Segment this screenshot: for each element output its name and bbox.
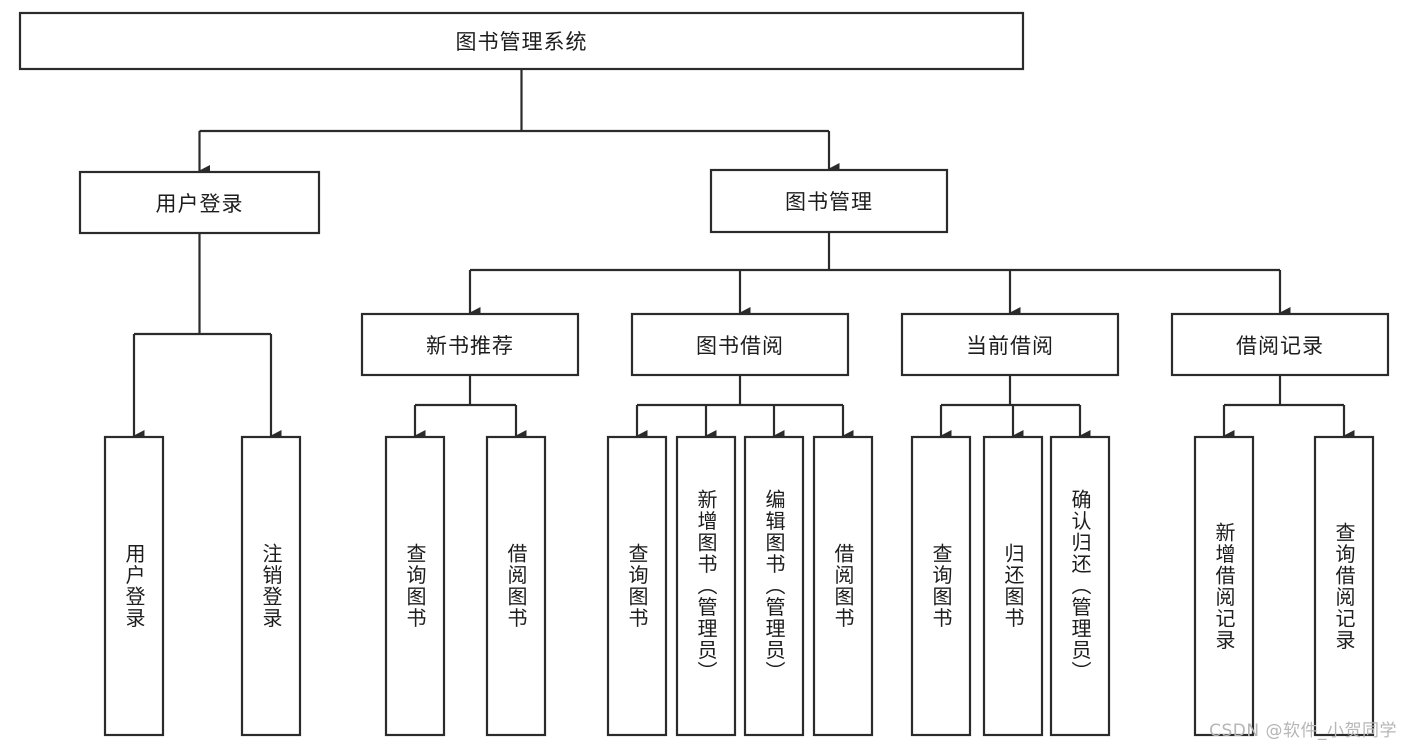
node-box-leaf-edit-book[interactable] (743, 435, 805, 737)
node-box-leaf-borrow-book-2[interactable] (812, 435, 874, 737)
node-box-book-borrow[interactable] (630, 312, 850, 377)
node-box-leaf-return-book[interactable] (982, 435, 1044, 737)
node-box-new-book-rec[interactable] (360, 312, 580, 377)
node-box-leaf-borrow-book-1[interactable] (485, 435, 547, 737)
node-box-leaf-add-record[interactable] (1193, 435, 1255, 737)
node-box-current-borrow[interactable] (900, 312, 1120, 377)
node-box-leaf-logout[interactable] (240, 435, 302, 737)
node-box-user-login[interactable] (78, 170, 321, 235)
connector-layer (132, 69, 1355, 442)
node-box-leaf-confirm-return[interactable] (1049, 435, 1111, 737)
node-box-layer (18, 11, 1390, 737)
node-box-book-manage[interactable] (709, 168, 949, 234)
node-box-leaf-query-book-1[interactable] (384, 435, 446, 737)
node-box-leaf-add-book[interactable] (675, 435, 737, 737)
node-box-leaf-query-book-3[interactable] (910, 435, 972, 737)
node-box-borrow-record[interactable] (1170, 312, 1390, 377)
node-box-leaf-query-book-2[interactable] (606, 435, 668, 737)
node-box-leaf-query-record[interactable] (1313, 435, 1375, 737)
node-box-root[interactable] (18, 11, 1025, 71)
node-box-leaf-user-login[interactable] (103, 435, 165, 737)
